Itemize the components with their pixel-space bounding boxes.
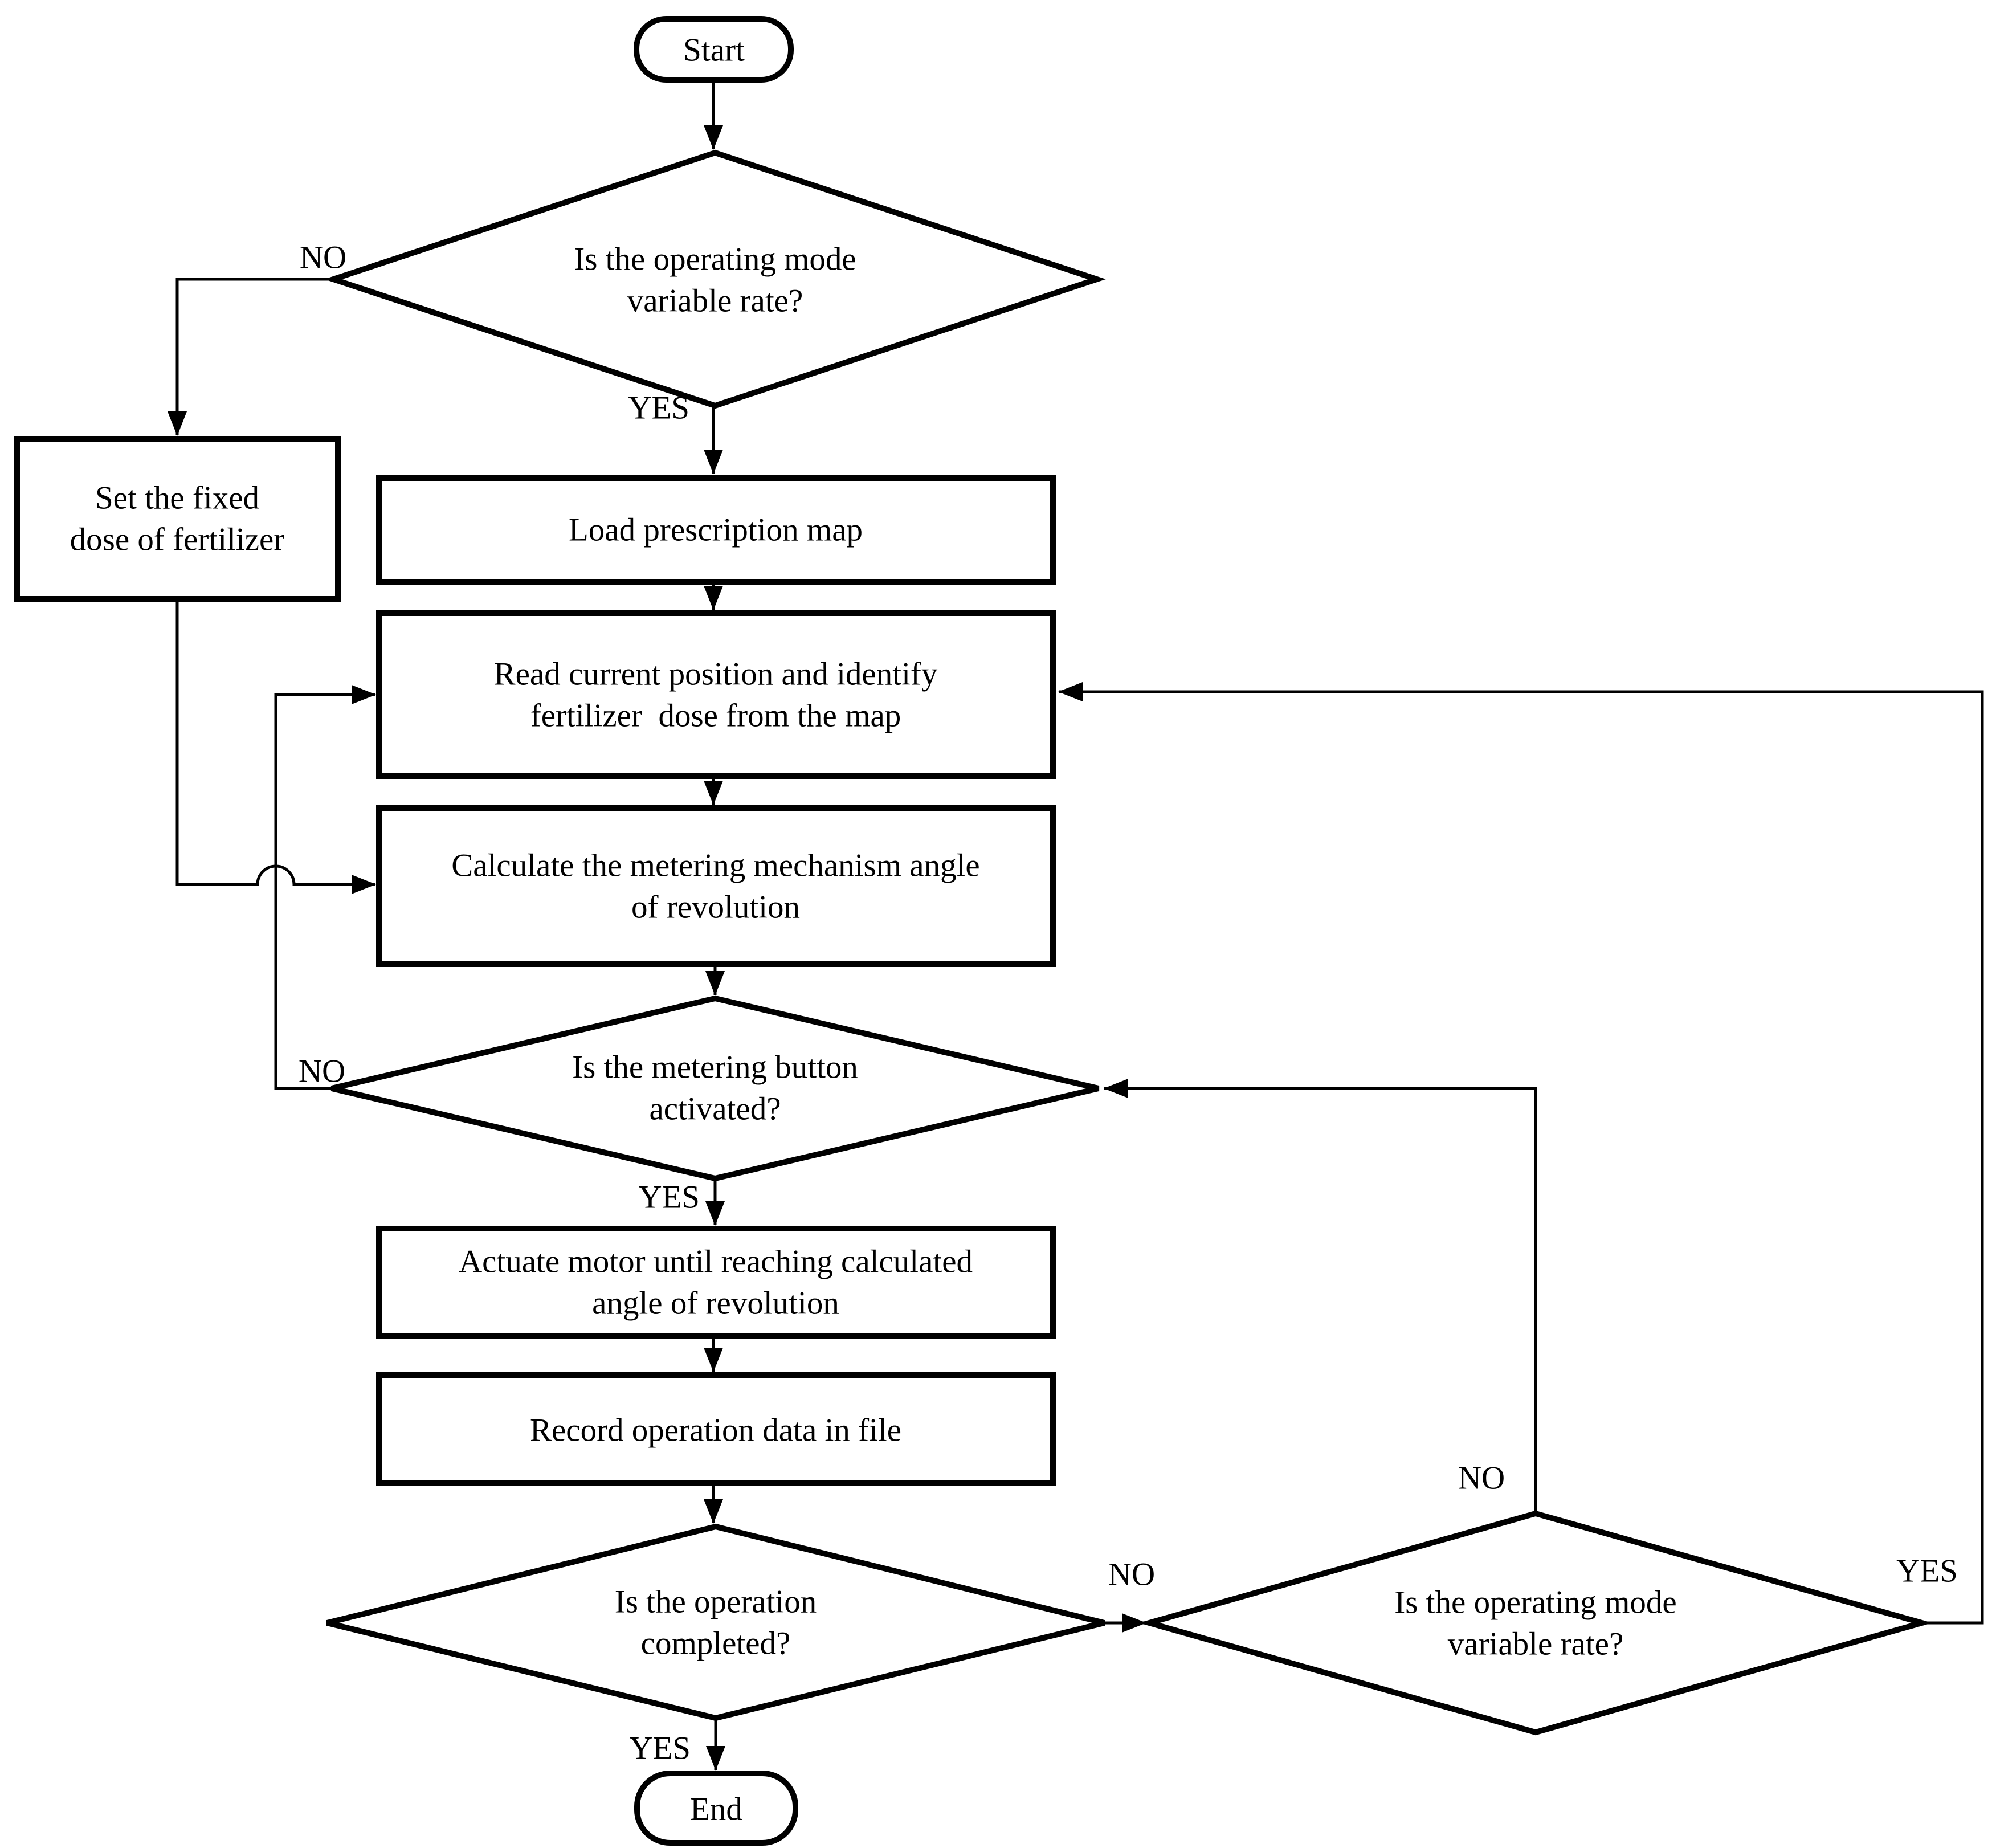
set-fixed-dose-line1: Set the fixed: [95, 480, 259, 516]
decision-variable-rate-2: [1138, 1510, 1933, 1736]
edge-decision4-yes-to-read-position: [1058, 682, 1984, 1625]
end-label: End: [690, 1792, 742, 1827]
calculate-angle-line1: Calculate the metering mechanism angle: [451, 848, 979, 884]
load-prescription-map-label: Load prescription map: [569, 512, 863, 548]
end-node: [634, 1771, 798, 1846]
decision-variable-rate-2-line1: Is the operating mode: [1394, 1585, 1676, 1621]
decision-variable-rate-1: [324, 149, 1106, 409]
decision-metering-button: [330, 995, 1100, 1182]
set-fixed-dose-node: [14, 436, 341, 602]
actuate-motor-node: [376, 1226, 1056, 1339]
decision4-yes-label: YES: [1896, 1553, 1958, 1589]
decision-variable-rate-1-line1: Is the operating mode: [574, 242, 856, 278]
decision3-no-label: NO: [1108, 1557, 1155, 1593]
decision-operation-completed-line1: Is the operation: [615, 1584, 817, 1620]
decision-metering-button-line1: Is the metering button: [572, 1050, 858, 1086]
read-position-line2: fertilizer dose from the map: [530, 698, 901, 734]
load-prescription-map-node: [376, 475, 1056, 585]
decision2-no-label: NO: [299, 1054, 345, 1090]
edge-decision1-no-to-set-fixed-dose: [168, 278, 333, 436]
decision2-yes-label: YES: [638, 1180, 700, 1215]
edge-decision4-no-to-decision2: [1104, 1079, 1537, 1514]
actuate-motor-line1: Actuate motor until reaching calculated: [459, 1244, 973, 1280]
decision-metering-button-line2: activated?: [649, 1091, 781, 1127]
read-position-line1: Read current position and identify: [494, 656, 938, 692]
decision1-yes-label: YES: [628, 390, 689, 426]
edge-decision2-no-to-read-position: [274, 685, 376, 1090]
actuate-motor-line2: angle of revolution: [592, 1286, 839, 1321]
decision3-yes-label: YES: [629, 1731, 691, 1767]
decision-variable-rate-1-line2: variable rate?: [627, 283, 803, 319]
record-data-label: Record operation data in file: [530, 1413, 901, 1449]
read-position-node: [376, 610, 1056, 779]
calculate-angle-node: [376, 805, 1056, 967]
decision-operation-completed: [326, 1523, 1105, 1721]
calculate-angle-line2: of revolution: [631, 890, 800, 925]
decision4-no-label: NO: [1458, 1461, 1505, 1496]
set-fixed-dose-line2: dose of fertilizer: [70, 522, 285, 558]
decision1-no-label: NO: [300, 240, 346, 276]
decision-operation-completed-line2: completed?: [641, 1626, 791, 1662]
start-label: Start: [683, 32, 745, 68]
start-node: [634, 16, 794, 83]
decision-variable-rate-2-line2: variable rate?: [1448, 1626, 1624, 1662]
record-data-node: [376, 1372, 1056, 1486]
